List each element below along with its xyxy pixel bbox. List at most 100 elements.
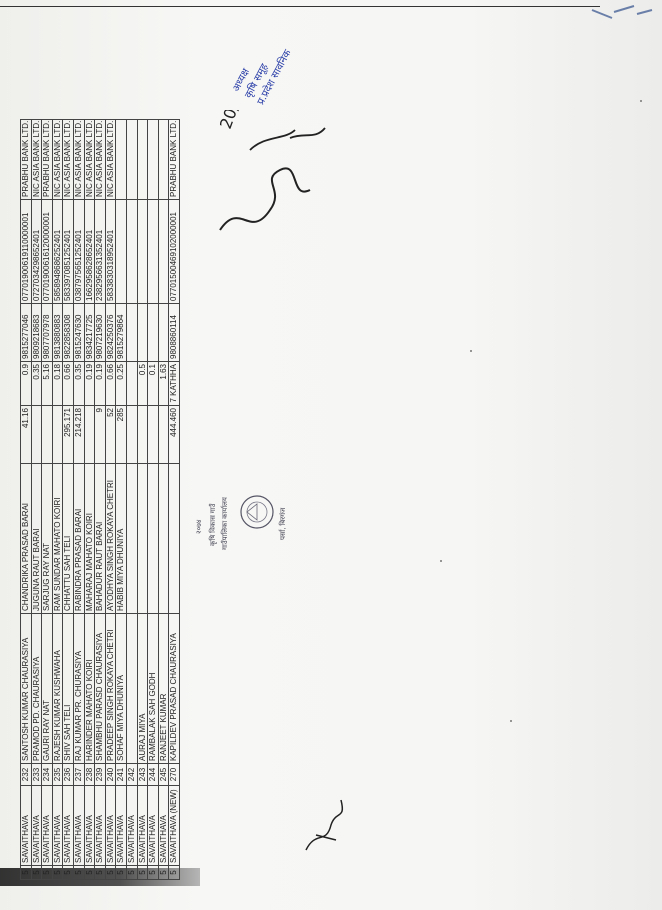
- cell-bank: NIC ASIA BANK LTD.: [73, 119, 85, 200]
- cell-amount: 214.218: [73, 405, 85, 464]
- cell-area: [126, 361, 138, 406]
- cell-no: 240: [105, 763, 116, 786]
- cell-place: SAVAITHAVA: [94, 785, 106, 866]
- cell-no: 235: [52, 763, 63, 786]
- cell-place: SAVAITHAVA: [62, 785, 74, 866]
- cell-phone: 9808860114: [168, 303, 180, 362]
- cell-bank: [147, 119, 159, 200]
- cell-area: 7 KATHHA: [168, 361, 180, 406]
- cell-no: 232: [20, 763, 32, 786]
- cell-father: HABIB MIYA DHUNIYA: [115, 463, 127, 614]
- cell-father: RAM SUNDAR MAHATO KOIRI: [52, 463, 63, 614]
- cell-father: JUGUNA RAUT BARAI: [31, 463, 42, 614]
- cell-phone: 9815279864: [115, 303, 127, 362]
- cell-no: 243: [137, 763, 148, 786]
- scan-speck: [470, 350, 472, 352]
- cell-phone: 9813880883: [52, 303, 63, 362]
- cell-area: 0.25: [115, 361, 127, 406]
- cell-amount: 41.16: [20, 405, 32, 464]
- cell-area: 0.18: [52, 361, 63, 406]
- cell-sn: 5: [20, 865, 32, 880]
- cell-place: SAVAITHAVA: [105, 785, 116, 866]
- seal-line-2: कृषि विकास गाउँ: [210, 503, 217, 546]
- cell-place: SAVAITHAVA: [137, 785, 148, 866]
- cell-father: CHHATTU SAH TELI: [62, 463, 74, 614]
- cell-area: 1.63: [158, 361, 169, 406]
- cell-name: GAURI RAY NAT: [41, 613, 53, 764]
- cell-no: 234: [41, 763, 53, 786]
- cell-sn: 5: [62, 865, 74, 880]
- cell-account: [126, 199, 138, 304]
- cell-sn: 5: [73, 865, 85, 880]
- cell-father: CHANDRIKA PRASAD BARAI: [20, 463, 32, 614]
- cell-amount: [84, 405, 95, 464]
- cell-place: SAVAITHAVA: [52, 785, 63, 866]
- binder-edge: [0, 868, 200, 886]
- cell-no: 270: [168, 763, 180, 786]
- cell-name: SOHAF MIYA DHUNIYA: [115, 613, 127, 764]
- cell-bank: PRABHU BANK LTD.: [41, 119, 53, 200]
- cell-name: SHIV SAH TELI: [62, 613, 74, 764]
- cell-bank: [126, 119, 138, 200]
- blue-rubber-stamp: अध्यक्ष कृषि समूह प्र.प्रदेश सावनिक: [230, 35, 296, 108]
- cell-sn: 5: [147, 865, 159, 880]
- cell-account: 2382956631352401: [94, 199, 106, 304]
- cell-area: 0.19: [84, 361, 95, 406]
- cell-phone: [158, 303, 169, 362]
- cell-name: [126, 613, 138, 764]
- seal-line-4: पर्सा, बिरगंज: [280, 507, 287, 540]
- small-signature: [305, 799, 343, 851]
- handwritten-date: 20/2/66: [216, 110, 255, 131]
- cell-father: [126, 463, 138, 614]
- cell-account: [158, 199, 169, 304]
- cell-bank: [115, 119, 127, 200]
- cell-amount: 444.460: [168, 405, 180, 464]
- cell-name: SANTOSH KUMAR CHAURASIYA: [20, 613, 32, 764]
- cell-sn: 5: [126, 865, 138, 880]
- cell-sn: 5: [158, 865, 169, 880]
- cell-name: PRADEEP SINGH ROKAYA CHETRI: [105, 613, 116, 764]
- cell-place: SAVAITHAVA: [20, 785, 32, 866]
- cell-name: AURAJ MIYA: [137, 613, 148, 764]
- cell-place: SAVAITHAVA: [73, 785, 85, 866]
- seal-line-3: गाउँपालिका कार्यालय: [222, 497, 229, 550]
- cell-area: 0.35: [31, 361, 42, 406]
- cell-amount: 9: [94, 405, 106, 464]
- cell-area: 0.66: [105, 361, 116, 406]
- cell-father: MAHARAJ MAHATO KOIRI: [84, 463, 95, 614]
- cell-account: 1662958628652401: [84, 199, 95, 304]
- cell-account: 07701900616120000001: [41, 199, 53, 304]
- cell-area: 0.19: [94, 361, 106, 406]
- cell-bank: NIC ASIA BANK LTD.: [105, 119, 116, 200]
- cell-amount: 285: [115, 405, 127, 464]
- cell-amount: 52: [105, 405, 116, 464]
- signature-with-date: 20/2/66: [216, 110, 326, 231]
- cell-no: 244: [147, 763, 159, 786]
- cell-sn: 5: [84, 865, 95, 880]
- cell-account: [147, 199, 159, 304]
- cell-phone: 9809218683: [31, 303, 42, 362]
- cell-account: 5833970851252401: [62, 199, 74, 304]
- cell-name: PRAMOD PD. CHAURASIYA: [31, 613, 42, 764]
- cell-place: SAVAITHAVA (NEW): [168, 785, 180, 866]
- cell-area: 0.5: [137, 361, 148, 406]
- scan-top-line: [0, 6, 600, 7]
- cell-father: [168, 463, 180, 614]
- cell-father: SARJUG RAY NAT: [41, 463, 53, 614]
- cell-phone: 9834217725: [84, 303, 95, 362]
- cell-phone: 9822858308: [62, 303, 74, 362]
- cell-bank: [137, 119, 148, 200]
- cell-bank: NIC ASIA BANK LTD.: [62, 119, 74, 200]
- cell-amount: [126, 405, 138, 464]
